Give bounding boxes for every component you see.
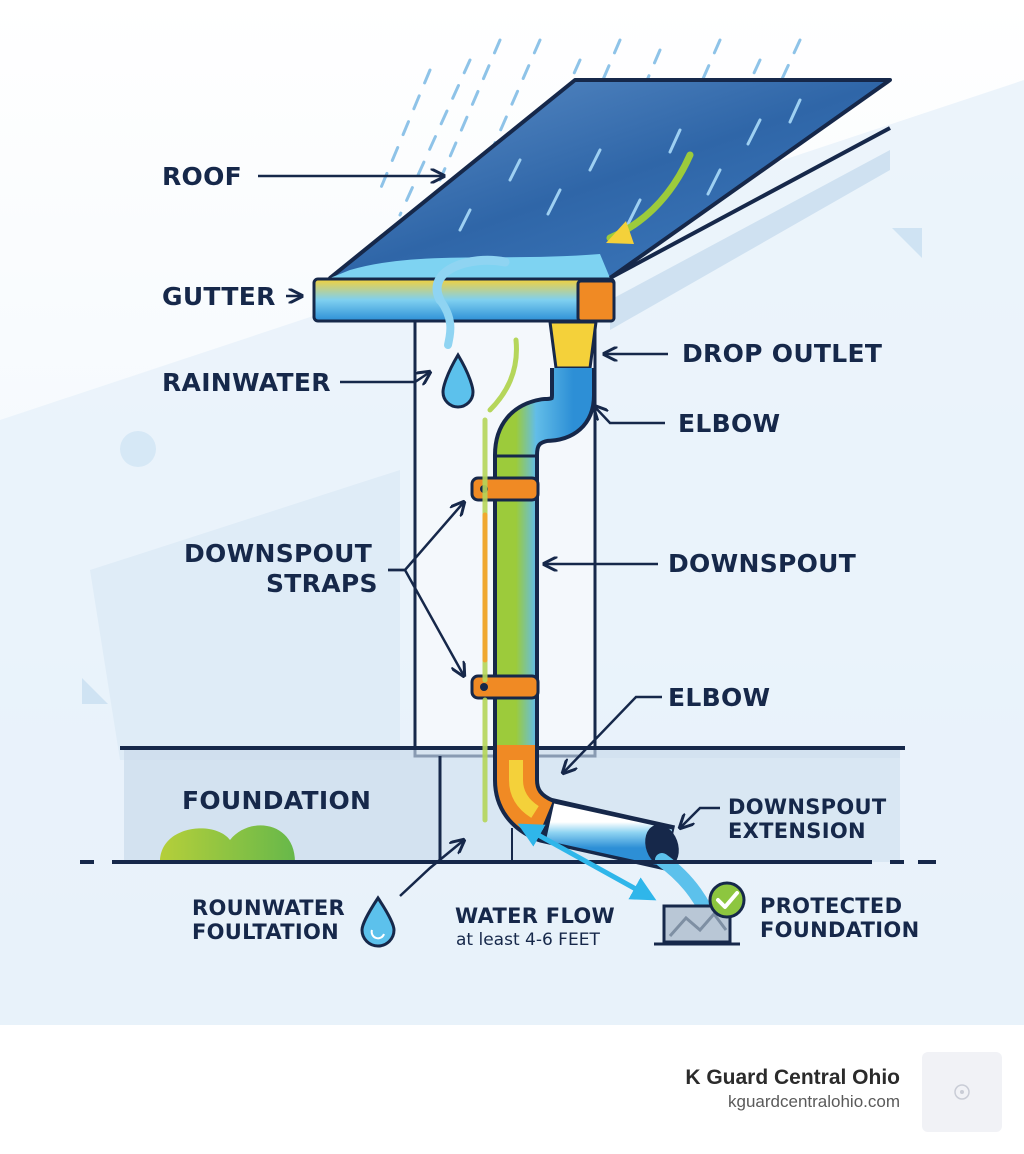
label-elbow-bottom: ELBOW xyxy=(668,683,771,712)
strap-screw xyxy=(480,683,488,691)
label-downspout-straps-line1: DOWNSPOUT xyxy=(184,539,373,568)
lower-elbow-highlight xyxy=(509,760,539,818)
eave-line xyxy=(609,126,891,280)
deco-triangle xyxy=(892,228,922,258)
check-icon xyxy=(708,881,746,919)
label-protected-line1: PROTECTED xyxy=(760,894,903,918)
label-foundation: FOUNDATION xyxy=(182,786,372,815)
footer-url[interactable]: kguardcentralohio.com xyxy=(728,1092,900,1111)
water-falling xyxy=(436,296,455,349)
footer-brand: K Guard Central Ohio xyxy=(685,1066,900,1089)
check-mark xyxy=(716,891,739,909)
eave-soffit xyxy=(610,150,890,330)
leaf-icon xyxy=(160,825,295,862)
arrow-icon xyxy=(340,372,430,382)
block-texture xyxy=(668,911,728,937)
label-water-flow-distance: at least 4-6 FEET xyxy=(456,930,600,950)
label-roof: ROOF xyxy=(162,162,243,191)
arrow-icon xyxy=(388,568,464,676)
logo-icon xyxy=(954,1084,970,1100)
water-flow-arrow xyxy=(517,823,657,901)
label-downspout-straps-line2: STRAPS xyxy=(266,569,378,598)
label-drop-outlet: DROP OUTLET xyxy=(682,339,883,368)
label-downspout: DOWNSPOUT xyxy=(668,549,857,578)
arrow-icon xyxy=(680,806,720,828)
drop-outlet xyxy=(548,320,598,370)
footer xyxy=(0,1025,1024,1154)
downspout-strap-bottom xyxy=(470,674,540,700)
gutter-system-illustration xyxy=(0,0,1024,1025)
house-shadow-shape xyxy=(90,470,400,760)
rain-drop-icon xyxy=(360,895,396,948)
leader-arrows xyxy=(258,176,720,897)
brand-logo xyxy=(922,1052,1002,1132)
label-elbow-top: ELBOW xyxy=(678,409,781,438)
label-rainwater: RAINWATER xyxy=(162,368,331,397)
arrow-icon xyxy=(594,406,665,425)
rain-on-roof xyxy=(458,98,802,232)
deco-triangle-small xyxy=(82,678,108,704)
arrow-icon xyxy=(399,840,464,897)
roof-flow-arrow-head xyxy=(606,221,634,244)
gutter-end-cap xyxy=(576,279,616,323)
downspout-pipe xyxy=(497,368,592,750)
label-water-flow: WATER FLOW xyxy=(455,904,615,928)
label-protected-line2: FOUNDATION xyxy=(760,918,920,942)
drop-highlight xyxy=(370,929,385,940)
label-gutter: GUTTER xyxy=(162,282,276,311)
label-rounwater-line2: FOULTATION xyxy=(192,920,340,944)
label-downspout-extension-line1: DOWNSPOUT xyxy=(728,795,887,819)
label-downspout-extension-line2: EXTENSION xyxy=(728,819,866,843)
water-over-gutter xyxy=(432,255,510,305)
arrow-icon xyxy=(563,695,662,773)
downspout-strap-top xyxy=(470,476,540,502)
label-rounwater-line1: ROUNWATER xyxy=(192,896,346,920)
deco-circle xyxy=(120,431,156,467)
rain-drop-icon xyxy=(441,352,475,409)
gutter-trough xyxy=(312,277,616,323)
flow-line-top xyxy=(487,337,519,413)
